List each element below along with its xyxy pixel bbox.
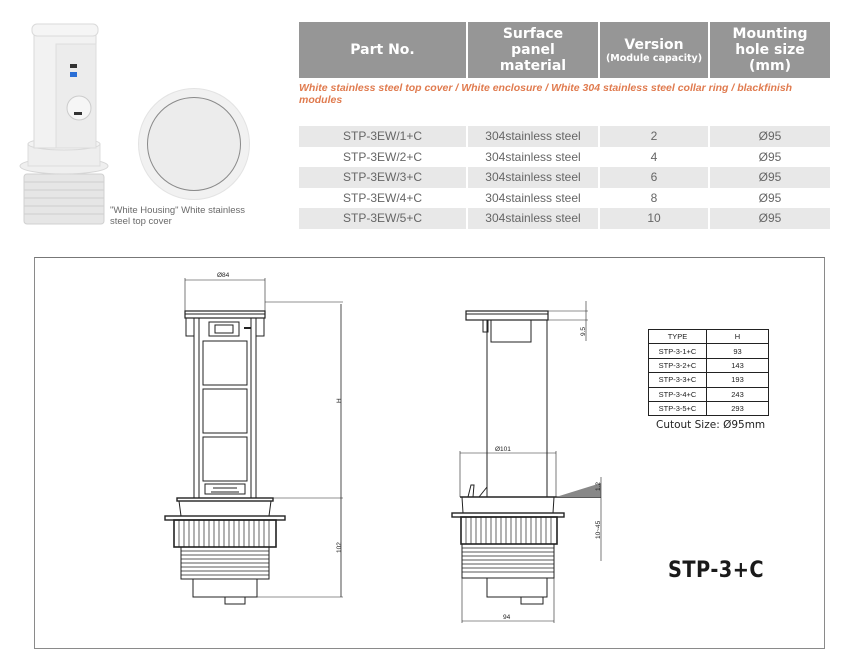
table-row: STP-3-3+C 193 (648, 372, 769, 388)
product-photos: "White Housing" White stainless steel to… (0, 0, 295, 240)
spec-table-header: Part No. Surface panel material Version … (299, 22, 830, 78)
dim-height: H (336, 398, 343, 403)
type-cell: STP-3-2+C (648, 357, 707, 374)
model-name: STP-3+C (668, 558, 765, 583)
cell-part: STP-3EW/1+C (299, 126, 466, 147)
dim-cover: 9.5 (580, 327, 587, 336)
dim-flange: 1.2 (595, 482, 602, 491)
header-version: Version (Module capacity) (600, 22, 708, 78)
table-row: STP-3EW/3+C 304stainless steel 6 Ø95 (299, 167, 830, 188)
cell-version: 4 (650, 149, 658, 164)
table-row: STP-3-2+C 143 (648, 357, 769, 374)
cell-material: 304stainless steel (468, 126, 598, 147)
table-row: STP-3-4+C 243 (648, 386, 769, 402)
cell-version: 10 (600, 208, 708, 229)
cutout-size: Cutout Size: Ø95mm (656, 419, 766, 431)
h-header: H (706, 328, 769, 345)
cell-material: 304stainless steel (468, 208, 598, 229)
top-cover-photo (138, 88, 250, 200)
technical-drawing: Ø84 H 102 9.5 Ø101 1.2 10~45 94 (34, 257, 825, 649)
cell-hole: Ø95 (758, 190, 782, 205)
table-row: STP-3EW/1+C 304stainless steel 2 Ø95 (299, 126, 830, 147)
cell-version: 8 (650, 190, 658, 205)
cell-material: 304stainless steel (468, 167, 598, 188)
h-cell: 143 (706, 357, 769, 374)
dim-bottom: 102 (336, 542, 343, 553)
cell-part: STP-3EW/5+C (299, 208, 466, 229)
dim-top-width: Ø84 (217, 272, 230, 279)
h-cell: 193 (706, 372, 769, 388)
cell-part: STP-3EW/2+C (342, 149, 423, 164)
dim-thickness: 10~45 (595, 520, 602, 539)
header-surface-material: Surface panel material (468, 22, 598, 78)
type-cell: STP-3-5+C (648, 400, 707, 417)
header-mounting-hole: Mounting hole size (mm) (710, 22, 830, 78)
cell-material: 304stainless steel (485, 149, 581, 164)
cell-material: 304stainless steel (485, 190, 581, 205)
type-cell: STP-3-4+C (648, 386, 707, 402)
h-cell: 293 (706, 400, 769, 417)
table-row: STP-3EW/2+C 304stainless steel 4 Ø95 (299, 147, 830, 168)
table-row: STP-3EW/4+C 304stainless steel 8 Ø95 (299, 188, 830, 209)
photo-caption: "White Housing" White stainless steel to… (110, 205, 246, 227)
cell-hole: Ø95 (710, 208, 830, 229)
drawing-lines: Ø84 H 102 9.5 Ø101 1.2 10~45 94 (164, 272, 602, 623)
header-part-no: Part No. (299, 22, 466, 78)
cell-version: 2 (600, 126, 708, 147)
cell-hole: Ø95 (710, 126, 830, 147)
cell-version: 6 (600, 167, 708, 188)
type-cell: STP-3-3+C (648, 372, 707, 388)
h-cell: 93 (706, 343, 769, 359)
type-cell: STP-3-1+C (648, 343, 707, 359)
type-height-table: TYPE H STP-3-1+C 93 STP-3-2+C 143 STP-3-… (648, 328, 769, 417)
product-photo-tower (19, 23, 109, 225)
spec-table: Part No. Surface panel material Version … (299, 22, 830, 229)
cell-hole: Ø95 (710, 167, 830, 188)
cell-part: STP-3EW/4+C (342, 190, 423, 205)
cell-part: STP-3EW/3+C (299, 167, 466, 188)
dim-collar: Ø101 (495, 446, 511, 453)
dim-base: 94 (503, 614, 511, 621)
h-cell: 243 (706, 386, 769, 402)
table-row: STP-3EW/5+C 304stainless steel 10 Ø95 (299, 208, 830, 229)
table-row: STP-3-5+C 293 (648, 400, 769, 417)
table-row: STP-3-1+C 93 (648, 343, 769, 359)
cell-hole: Ø95 (758, 149, 782, 164)
finish-note: White stainless steel top cover / White … (299, 82, 793, 106)
type-header: TYPE (648, 328, 707, 345)
